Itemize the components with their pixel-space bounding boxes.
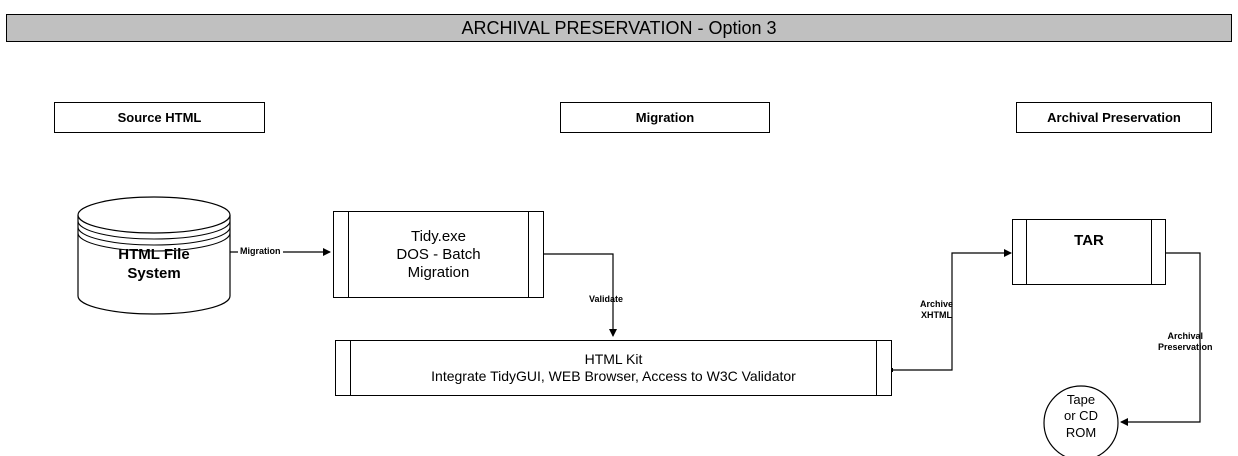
tidy-line-1: Tidy.exe	[410, 227, 467, 245]
edge-label-archive-xhtml: Archive XHTML	[920, 299, 953, 322]
tape-line-3: ROM	[1065, 424, 1097, 440]
diagram-title: ARCHIVAL PRESERVATION - Option 3	[6, 14, 1232, 42]
edge-label-validate-text: Validate	[589, 294, 624, 304]
column-header-source: Source HTML	[54, 102, 265, 133]
column-header-archival: Archival Preservation	[1016, 102, 1212, 133]
tape-storage-circle	[1043, 385, 1119, 456]
tape-label: Tape or CD ROM	[1044, 392, 1118, 441]
edge-label-archival-line-1: Archival	[1167, 331, 1204, 341]
column-header-migration: Migration	[560, 102, 770, 133]
database-cylinder-icon	[77, 196, 231, 315]
file-system-line-1: HTML File	[118, 246, 190, 263]
edge-label-archive-line-1: Archive	[920, 299, 954, 309]
tidy-process-box: Tidy.exe DOS - Batch Migration	[333, 211, 544, 298]
column-header-migration-text: Migration	[635, 110, 695, 125]
tape-line-2: or CD	[1064, 408, 1098, 424]
tidy-line-3: Migration	[407, 263, 470, 281]
edge-label-archive-line-2: XHTML	[921, 310, 953, 321]
tidy-line-2: DOS - Batch	[396, 245, 481, 263]
tar-label: TAR	[1074, 232, 1104, 249]
htmlkit-line-2: Integrate TidyGUI, WEB Browser, Access t…	[431, 368, 796, 384]
edge-archival-preservation	[1120, 252, 1201, 426]
edge-label-archival-preservation: Archival Preservation	[1158, 331, 1213, 354]
column-header-source-text: Source HTML	[117, 110, 202, 125]
file-system-line-2: System	[127, 264, 181, 282]
tape-line-1: Tape	[1066, 392, 1096, 407]
edge-validate	[543, 253, 617, 337]
htmlkit-process-box: HTML Kit Integrate TidyGUI, WEB Browser,…	[335, 340, 892, 396]
edge-label-archival-line-2: Preservation	[1158, 342, 1213, 353]
edge-label-migration-text: Migration	[240, 246, 281, 256]
edge-archive-xhtml	[892, 249, 1012, 371]
htmlkit-line-1: HTML Kit	[584, 351, 643, 368]
diagram-title-text: ARCHIVAL PRESERVATION - Option 3	[461, 17, 777, 38]
file-system-label: HTML File System	[78, 246, 230, 284]
tar-process-box: TAR	[1012, 219, 1166, 285]
edge-label-validate: Validate	[589, 294, 623, 305]
edge-label-migration: Migration	[238, 246, 283, 258]
column-header-archival-text: Archival Preservation	[1047, 110, 1181, 125]
